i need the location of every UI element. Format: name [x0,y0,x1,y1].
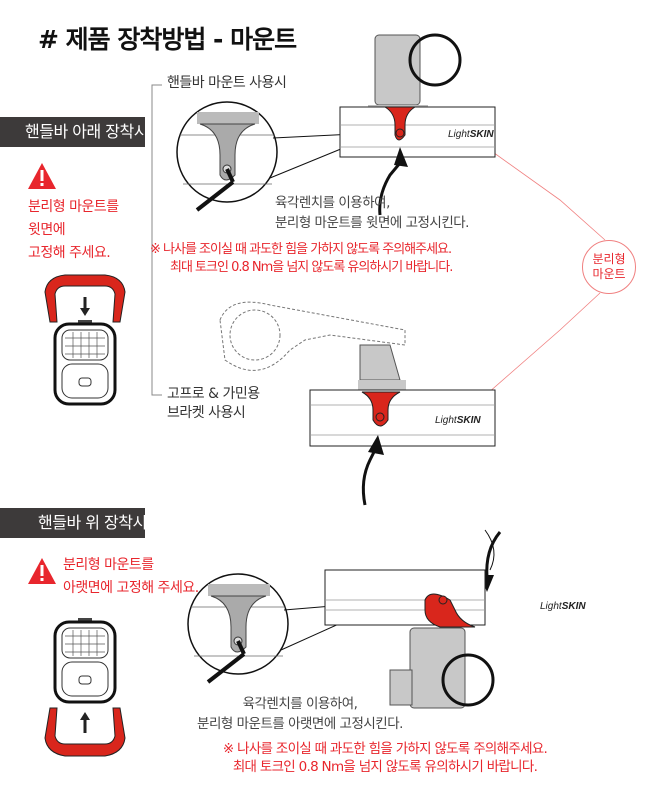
caution-line: 최대 토크인 0.8 Nm을 넘지 않도록 유의하시기 바랍니다. [170,260,453,275]
svg-text:LightSKIN: LightSKIN [540,601,586,612]
brand-skin: SKIN [562,601,587,612]
handlebar-mount-label: 핸들바 마운트 사용시 [167,75,287,91]
light-body-under-mount-illustration [324,529,502,709]
section-header-under: 핸들바 아래 장착시 [0,117,148,147]
light-with-bottom-mount-illustration [44,618,126,757]
brand-light: Light [435,415,458,426]
zoom-detail-circle [187,573,382,684]
warning-icon [28,558,56,584]
brand-skin: SKIN [457,415,482,426]
callout-line: 분리형 [592,252,626,266]
light-with-top-mount-illustration [44,274,126,406]
caution-line: 최대 토크인 0.8 Nm을 넘지 않도록 유의하시기 바랍니다. [232,759,538,775]
warning-line: 아랫면에 고정해 주세요. [63,580,199,596]
brand-skin: SKIN [470,129,495,140]
brand-light: Light [540,601,563,612]
warning-line: 분리형 마운트를 [28,199,119,215]
warning-line: 윗면에 [28,222,66,238]
warning-line: 고정해 주세요. [28,245,111,261]
warning-line: 분리형 마운트를 [63,557,154,573]
section-header-over: 핸들바 위 장착시 [0,508,147,538]
callout-line: 마운트 [592,267,626,281]
bracket-label-line: 브라켓 사용시 [167,405,246,421]
instruction-line: 분리형 마운트를 아랫면에 고정시킨다. [197,716,403,732]
caution-line: ※ 나사를 조이실 때 과도한 힘을 가하지 않도록 주의해주세요. [222,741,548,757]
svg-text:LightSKIN: LightSKIN [448,129,494,140]
instruction-line: 분리형 마운트를 윗면에 고정시킨다. [275,215,469,231]
garmin-gopro-bracket-illustration: LightSKIN [219,301,496,506]
instruction-line: 육각렌치를 이용하여, [242,696,358,712]
detachable-mount-callout: 분리형 마운트 [582,240,636,294]
light-body-handlebar-mount-illustration: LightSKIN [339,33,496,216]
warning-icon [28,163,56,189]
page-title: # 제품 장착방법 - 마운트 [38,25,297,54]
bracket-label-line: 고프로 & 가민용 [167,386,260,402]
brand-light: Light [448,129,471,140]
instruction-line: 육각렌치를 이용하여, [275,195,390,211]
brand-logo: LightSKIN [540,601,586,612]
caution-line: ※ 나사를 조이실 때 과도한 힘을 가하지 않도록 주의해주세요. [150,242,452,257]
zoom-detail-circle [176,101,376,212]
svg-text:LightSKIN: LightSKIN [435,415,481,426]
